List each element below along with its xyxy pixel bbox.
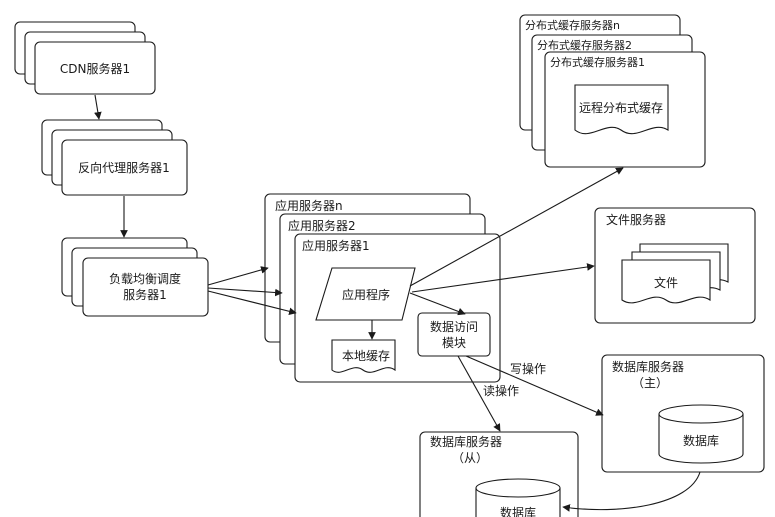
file-doc <box>621 259 711 304</box>
dist-cache-server-2-title: 分布式缓存服务器2 <box>537 38 632 52</box>
dist-cache-stack: 分布式缓存服务器n 分布式缓存服务器2 分布式缓存服务器1 远程分布式缓存 <box>519 14 706 168</box>
dist-cache-server-n-title: 分布式缓存服务器n <box>525 18 620 32</box>
local-cache-label: 本地缓存 <box>342 349 390 363</box>
local-cache-node: 本地缓存 <box>331 339 396 373</box>
file-server-node: 文件服务器 文件 <box>594 207 756 324</box>
app-program-label: 应用程序 <box>342 287 390 302</box>
reverse-proxy-front <box>61 139 188 196</box>
load-balancer-label-line2: 服务器1 <box>123 287 167 302</box>
db-slave-node: 数据库服务器 （从） 数据库 <box>419 431 579 517</box>
data-access-label-line2: 模块 <box>442 336 466 350</box>
edge-write-to-master <box>465 355 604 416</box>
reverse-proxy-stack: 反向代理服务器1 <box>41 119 188 196</box>
edge-read-from-slave <box>457 355 501 432</box>
app-program-node: 应用程序 <box>315 267 416 321</box>
db-master-cylinder <box>658 404 744 424</box>
edge-lb-to-app-n <box>207 266 269 286</box>
app-server-n-title: 应用服务器n <box>275 198 343 213</box>
data-access-label-line1: 数据访问 <box>430 319 478 334</box>
cdn-server-label: CDN服务器1 <box>60 61 130 76</box>
db-slave-label: 数据库 <box>500 505 536 517</box>
load-balancer-front <box>82 257 209 317</box>
data-access-node: 数据访问 模块 <box>417 312 491 357</box>
edge-app-to-dist-cache <box>409 167 624 287</box>
db-slave-cylinder <box>475 478 561 498</box>
cdn-server-stack: CDN服务器1 <box>14 21 156 95</box>
db-slave-title: 数据库服务器 <box>430 434 502 449</box>
edge-master-to-slave <box>562 471 701 512</box>
edge-lb-to-app-1 <box>207 290 297 316</box>
db-master-subtitle: （主） <box>632 376 668 390</box>
db-master-node: 数据库服务器 （主） 数据库 <box>601 354 765 473</box>
db-master-title: 数据库服务器 <box>612 359 684 374</box>
dist-cache-server-1-title: 分布式缓存服务器1 <box>550 55 645 69</box>
edge-lb-to-app-2 <box>207 287 283 297</box>
edge-app-to-file-server <box>411 263 595 293</box>
load-balancer-stack: 负载均衡调度 服务器1 <box>61 237 209 317</box>
remote-cache-doc <box>574 84 669 135</box>
write-operation-label: 写操作 <box>510 361 546 376</box>
load-balancer-label-line1: 负载均衡调度 <box>109 271 181 286</box>
cdn-server-front <box>34 41 156 95</box>
app-server-2-title: 应用服务器2 <box>288 218 356 233</box>
file-label: 文件 <box>654 275 678 290</box>
read-operation-label: 读操作 <box>483 383 519 398</box>
reverse-proxy-label: 反向代理服务器1 <box>78 160 170 175</box>
db-master-label: 数据库 <box>683 433 719 448</box>
app-server-1-title: 应用服务器1 <box>302 238 370 253</box>
edge-cdn-to-proxy <box>94 94 102 120</box>
edge-app-to-data-access <box>409 292 466 316</box>
file-server-title: 文件服务器 <box>606 212 666 227</box>
remote-cache-label: 远程分布式缓存 <box>579 100 663 115</box>
db-slave-subtitle: （从） <box>452 451 488 465</box>
